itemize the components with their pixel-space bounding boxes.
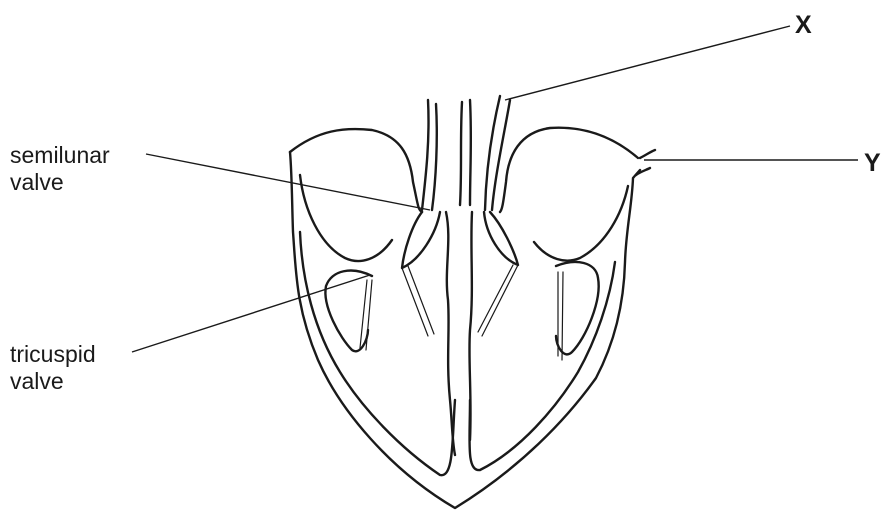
vessel-x-mid — [470, 100, 471, 205]
vena-cava-right — [432, 104, 437, 210]
semilunar-label-line2: valve — [10, 169, 110, 196]
semilunar-valve-left — [402, 212, 440, 268]
vessel-x-right — [485, 96, 500, 210]
tricuspid-valve-label: tricuspid valve — [10, 341, 96, 395]
leader-x — [505, 26, 790, 100]
chordae-right-2 — [562, 272, 563, 360]
semilunar-valve-right — [484, 212, 518, 265]
right-atrium-wall — [290, 129, 422, 212]
label-y: Y — [864, 150, 881, 177]
tricuspid-label-line2: valve — [10, 368, 96, 395]
semilunar-valve-label: semilunar valve — [10, 142, 110, 196]
leader-tricuspid — [132, 275, 370, 352]
vessel-y-upper — [640, 150, 655, 158]
septum — [446, 212, 472, 455]
chordae-mid-right-1 — [482, 265, 518, 336]
chordae-left-2 — [366, 280, 372, 350]
leader-semilunar — [146, 154, 430, 210]
chordae-mid-left-2 — [408, 266, 434, 334]
label-x: X — [795, 12, 812, 39]
tricuspid-valve-flap — [325, 271, 372, 352]
semilunar-label-line1: semilunar — [10, 142, 110, 169]
right-atrium-inner — [300, 175, 392, 261]
tricuspid-label-line1: tricuspid — [10, 341, 96, 368]
left-atrium-wall — [500, 128, 638, 212]
vessel-x-left — [460, 102, 462, 205]
right-ventricle-wall — [300, 232, 455, 475]
vena-cava-left — [422, 100, 429, 210]
chordae-mid-right-2 — [478, 265, 513, 332]
chordae-mid-left-1 — [402, 268, 428, 336]
left-atrium-inner — [534, 186, 628, 261]
